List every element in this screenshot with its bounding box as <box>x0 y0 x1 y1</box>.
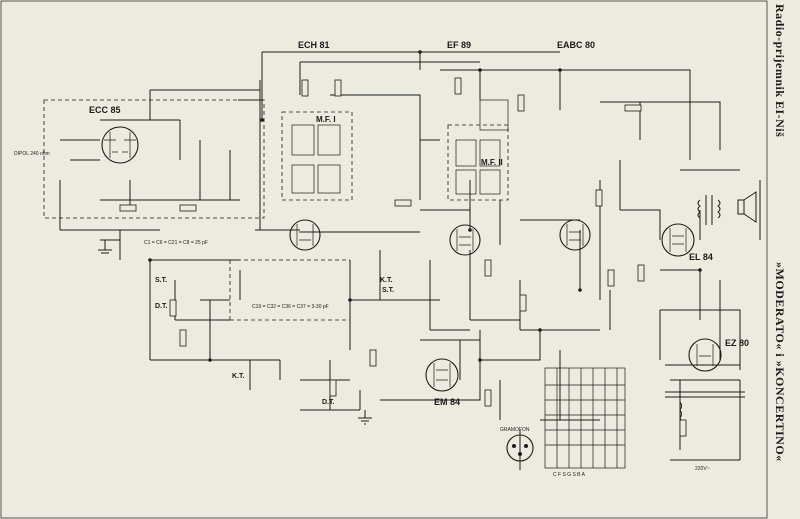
tube-ecc85 <box>101 126 139 164</box>
label-st-right: S.T. <box>382 287 394 294</box>
if-transformer-2 <box>455 139 501 195</box>
mains-transformer <box>665 391 745 427</box>
if-transformer-1 <box>291 124 341 194</box>
label-kt-top: K.T. <box>380 277 393 284</box>
output-transformer <box>697 195 721 225</box>
tube-ech81 <box>289 219 321 251</box>
tube-ez80 <box>688 338 722 372</box>
fm-shield <box>229 259 350 321</box>
side-title: Radio-prijemnik EI-Niš <box>773 4 787 138</box>
note-gramofon: GRAMOFON <box>500 427 530 433</box>
label-eabc80: EABC 80 <box>557 40 595 50</box>
label-ef89: EF 89 <box>447 40 471 50</box>
ground-symbols <box>98 240 372 425</box>
label-dt-bottom: D.T. <box>322 399 335 406</box>
label-ech81: ECH 81 <box>298 40 330 50</box>
band-switch-matrix <box>544 367 626 469</box>
note-trimmers-2: C19 = C32 = C36 = C37 = 3-30 pF <box>252 304 329 310</box>
note-trimmers-1: C1 = C6 = C21 = C8 = 25 pF <box>144 240 208 246</box>
gramophone-socket <box>506 434 534 462</box>
label-el84: EL 84 <box>689 252 713 262</box>
sheet-border <box>0 0 768 519</box>
junctions <box>148 50 702 362</box>
note-mains: 220V~ <box>695 466 710 472</box>
wiring <box>59 51 761 470</box>
label-ez80: EZ 80 <box>725 338 749 348</box>
tube-ef89 <box>449 224 481 256</box>
label-em84: EM 84 <box>434 397 460 407</box>
side-models: »MODERATO« i »KONCERTINO« <box>773 262 787 462</box>
ratio-detector-can <box>479 99 509 131</box>
tuner-shield <box>43 99 265 219</box>
label-st-left: S.T. <box>155 277 167 284</box>
label-dt-left: D.T. <box>155 303 168 310</box>
side-caption: Radio-prijemnik EI-Niš »MODERATO« i »KON… <box>768 0 800 519</box>
tube-eabc80 <box>559 219 591 251</box>
label-kt-bottom: K.T. <box>232 373 245 380</box>
label-ecc85: ECC 85 <box>89 105 121 115</box>
if2-shield <box>447 124 509 201</box>
resistors <box>119 77 687 437</box>
speaker <box>737 191 757 223</box>
circuit-diagram: ECH 81 EF 89 EABC 80 ECC 85 EL 84 EZ 80 … <box>0 0 768 519</box>
tube-el84 <box>661 223 695 257</box>
tube-em84 <box>425 358 459 392</box>
label-mf2: M.F. II <box>481 158 503 167</box>
label-mf1: M.F. I <box>316 115 336 124</box>
if1-shield <box>281 111 353 201</box>
note-switch-letters: C F S G S B A <box>553 472 586 478</box>
note-antenna: DIPOL 240 ohm <box>14 151 50 157</box>
